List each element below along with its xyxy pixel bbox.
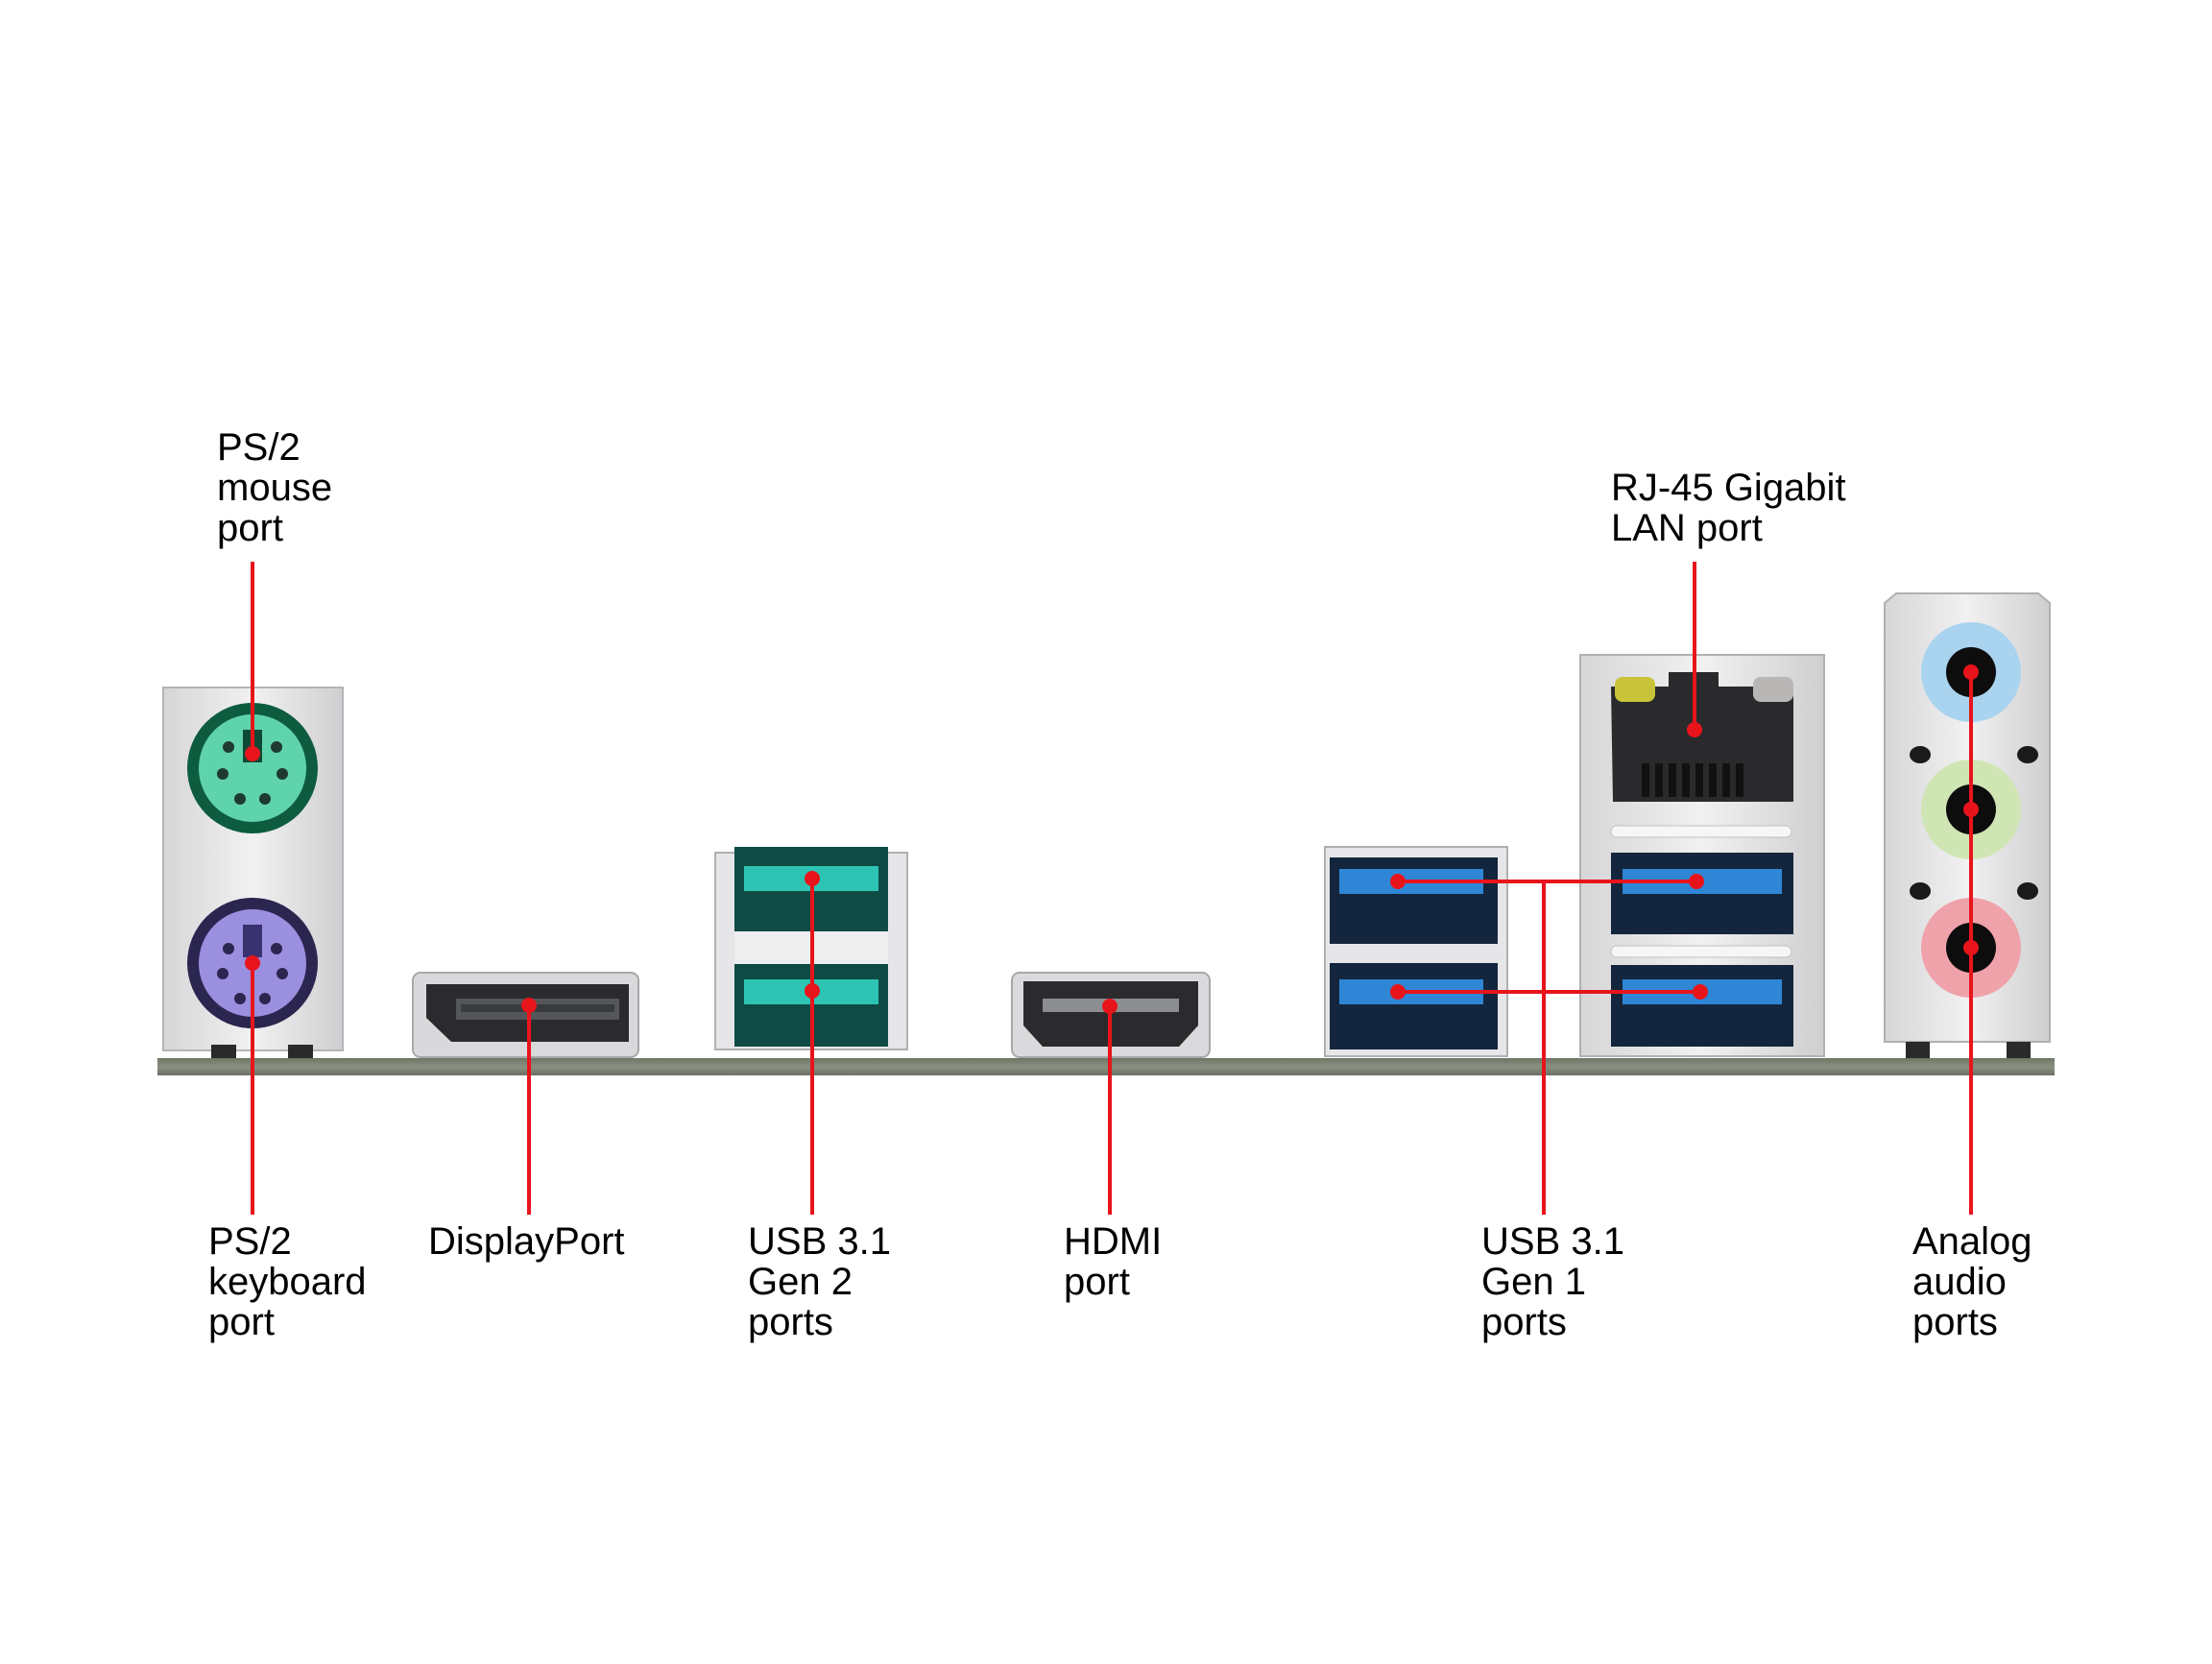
callout-lines <box>245 562 1979 1215</box>
callout-dot-rj45 <box>1687 722 1702 737</box>
label-line: port <box>208 1301 275 1343</box>
label-line: PS/2 <box>217 426 301 469</box>
label-line: ports <box>1481 1301 1567 1343</box>
callout-dot-ps2-mouse <box>245 746 260 761</box>
label-displayport: DisplayPort <box>428 1221 625 1262</box>
callout-dot-displayport <box>521 998 537 1013</box>
callout-dot-ps2-keyboard <box>245 955 260 971</box>
callout-dot-audio-mic <box>1963 940 1979 955</box>
label-line: mouse <box>217 467 333 509</box>
rj45-lan-port[interactable] <box>1611 672 1793 802</box>
label-line: ports <box>1912 1301 1998 1343</box>
lan-activity-led <box>1615 677 1655 702</box>
lan-usb-combo-bracket <box>1579 654 1825 1057</box>
label-line: DisplayPort <box>428 1220 625 1263</box>
label-line: Gen 2 <box>748 1261 853 1303</box>
label-line: Analog <box>1912 1220 2032 1263</box>
label-line: keyboard <box>208 1261 367 1303</box>
callout-dot-audio-line-out <box>1963 802 1979 817</box>
label-line: RJ-45 Gigabit <box>1611 467 1846 509</box>
displayport-connector[interactable] <box>412 972 639 1058</box>
audio-bracket <box>1884 592 2051 1058</box>
callout-dot-usb31-gen1-3 <box>1689 874 1704 889</box>
label-line: USB 3.1 <box>1481 1220 1624 1263</box>
motherboard-edge <box>157 1058 2055 1075</box>
label-line: LAN port <box>1611 507 1763 549</box>
callout-dot-usb31-gen2-top <box>805 871 820 886</box>
lan-link-led <box>1753 677 1793 702</box>
callout-dot-audio-line-in <box>1963 664 1979 680</box>
label-line: USB 3.1 <box>748 1220 891 1263</box>
callout-dot-usb31-gen1-2 <box>1390 984 1406 1000</box>
label-line: HDMI <box>1064 1220 1163 1263</box>
label-line: ports <box>748 1301 833 1343</box>
callout-dot-usb31-gen2-bottom <box>805 983 820 999</box>
label-line: port <box>217 507 283 549</box>
label-line: Gen 1 <box>1481 1261 1586 1303</box>
label-line: audio <box>1912 1261 2007 1303</box>
callout-dot-usb31-gen1-1 <box>1390 874 1406 889</box>
label-line: PS/2 <box>208 1220 292 1263</box>
callout-dot-hdmi <box>1102 999 1118 1014</box>
callout-dot-usb31-gen1-4 <box>1693 984 1708 1000</box>
label-line: port <box>1064 1261 1130 1303</box>
